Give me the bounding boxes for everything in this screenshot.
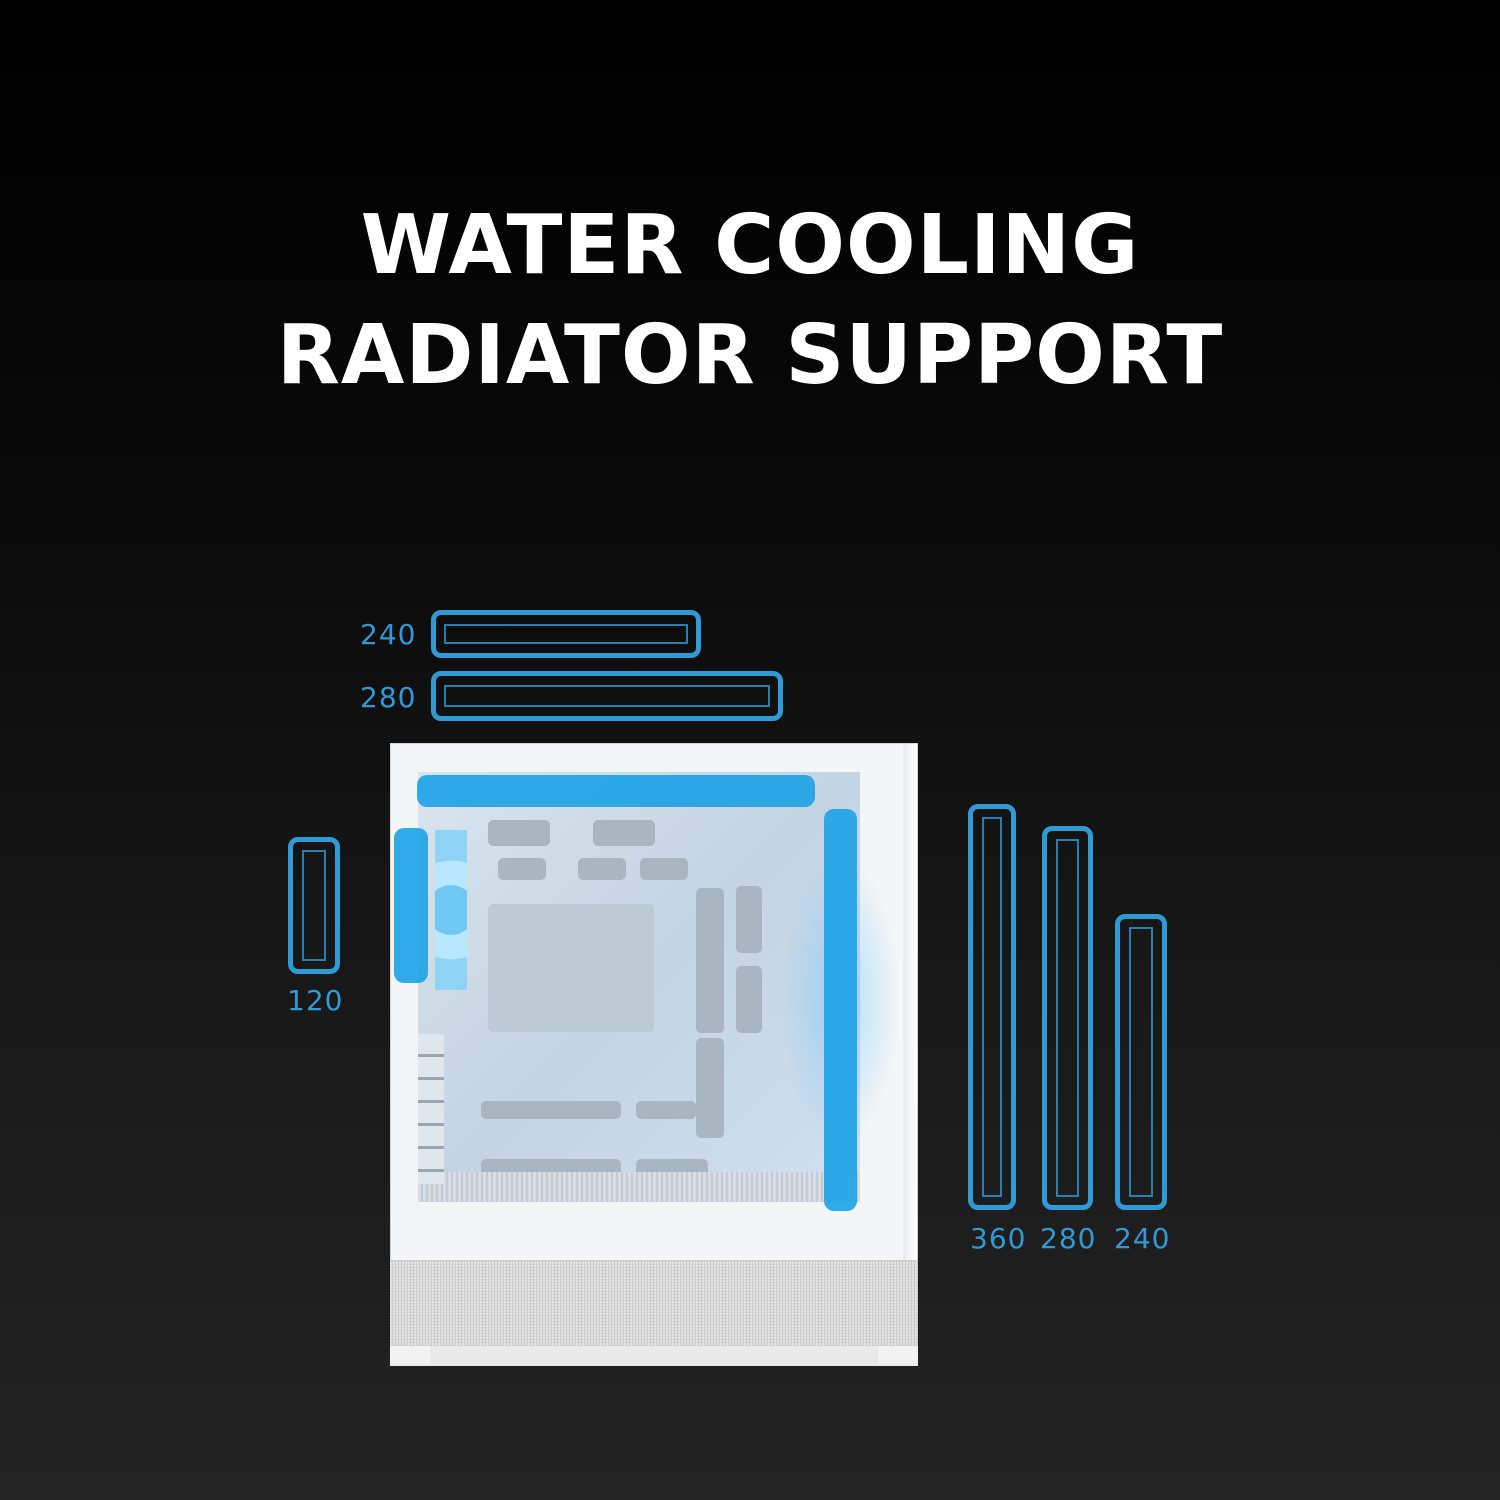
glass-edge xyxy=(903,744,917,1264)
top-radiator-highlight xyxy=(417,775,815,807)
title-line-1: WATER COOLING xyxy=(360,198,1140,293)
top-radiator-240-icon xyxy=(431,610,701,658)
rear-fan-icon xyxy=(435,830,467,990)
rear-radiator-120-icon xyxy=(288,837,340,974)
front-radiator-280-icon xyxy=(1042,826,1093,1210)
case-foot-right xyxy=(878,1346,918,1363)
top-radiator-280-label: 280 xyxy=(360,681,417,714)
front-radiator-240-label: 240 xyxy=(1114,1222,1171,1255)
front-radiator-360-icon xyxy=(968,804,1016,1210)
front-radiator-360-label: 360 xyxy=(970,1222,1027,1255)
front-radiator-280-label: 280 xyxy=(1040,1222,1097,1255)
case-foot-left xyxy=(390,1346,430,1363)
top-radiator-280-icon xyxy=(431,671,783,721)
expansion-slots xyxy=(418,1034,444,1184)
case-base xyxy=(390,1346,918,1366)
rear-radiator-120-label: 120 xyxy=(287,984,344,1017)
rear-radiator-highlight xyxy=(394,828,428,983)
front-radiator-240-icon xyxy=(1115,914,1167,1210)
top-radiator-240-label: 240 xyxy=(360,618,417,651)
front-radiator-highlight xyxy=(824,809,857,1211)
title-line-2: RADIATOR SUPPORT xyxy=(276,308,1224,403)
